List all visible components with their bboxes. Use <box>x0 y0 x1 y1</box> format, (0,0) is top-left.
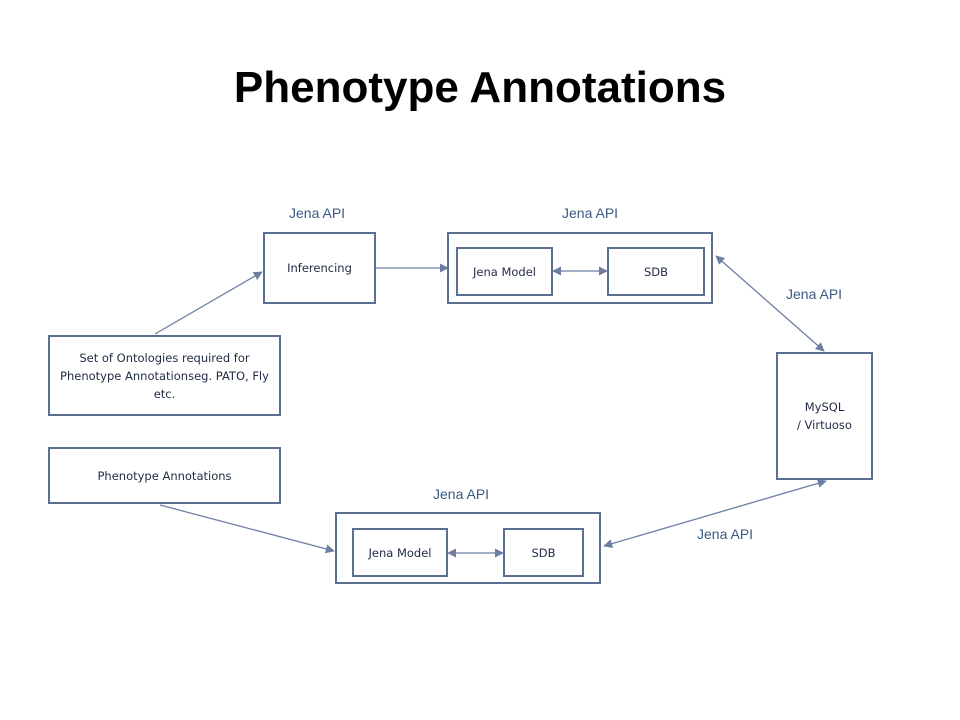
phenotype-annotations-label: Phenotype Annotations <box>97 468 232 483</box>
jena-api-label-right-bottom: Jena API <box>697 526 754 542</box>
bottom-store-container <box>335 512 601 584</box>
top-jena-model-box: Jena Model <box>456 247 553 296</box>
jena-api-label-top-store: Jena API <box>562 205 619 221</box>
bottom-sdb-label: SDB <box>531 545 556 560</box>
phenotype-annotations-box: Phenotype Annotations <box>48 447 281 504</box>
bottom-sdb-box: SDB <box>503 528 584 577</box>
jena-api-label-inferencing: Jena API <box>289 205 346 221</box>
mysql-label: MySQL <box>804 400 845 414</box>
top-jena-model-label: Jena Model <box>473 264 536 279</box>
top-sdb-label: SDB <box>643 264 669 279</box>
jena-api-label-bottom-store: Jena API <box>433 486 490 502</box>
arrow-bottom-store-mysql <box>603 478 827 549</box>
page-title: Phenotype Annotations <box>233 63 727 112</box>
virtuoso-label: / Virtuoso <box>797 418 852 432</box>
arrow-ontologies-to-inferencing <box>154 271 263 335</box>
ontologies-label: Set of Ontologies required for Phenotype… <box>60 350 269 401</box>
mysql-virtuoso-box: MySQL / Virtuoso <box>776 352 873 480</box>
bottom-jena-model-box: Jena Model <box>352 528 448 577</box>
inferencing-label: Inferencing <box>287 261 352 275</box>
jena-api-label-right-top: Jena API <box>786 286 843 302</box>
top-store-container <box>447 232 713 304</box>
arrow-annotations-to-bottom-store <box>159 504 335 554</box>
bottom-jena-model-label: Jena Model <box>368 545 432 560</box>
arrow-top-store-mysql <box>715 255 825 352</box>
ontologies-box: Set of Ontologies required for Phenotype… <box>48 335 281 416</box>
top-sdb-box: SDB <box>607 247 705 296</box>
inferencing-box: Inferencing <box>263 232 376 304</box>
